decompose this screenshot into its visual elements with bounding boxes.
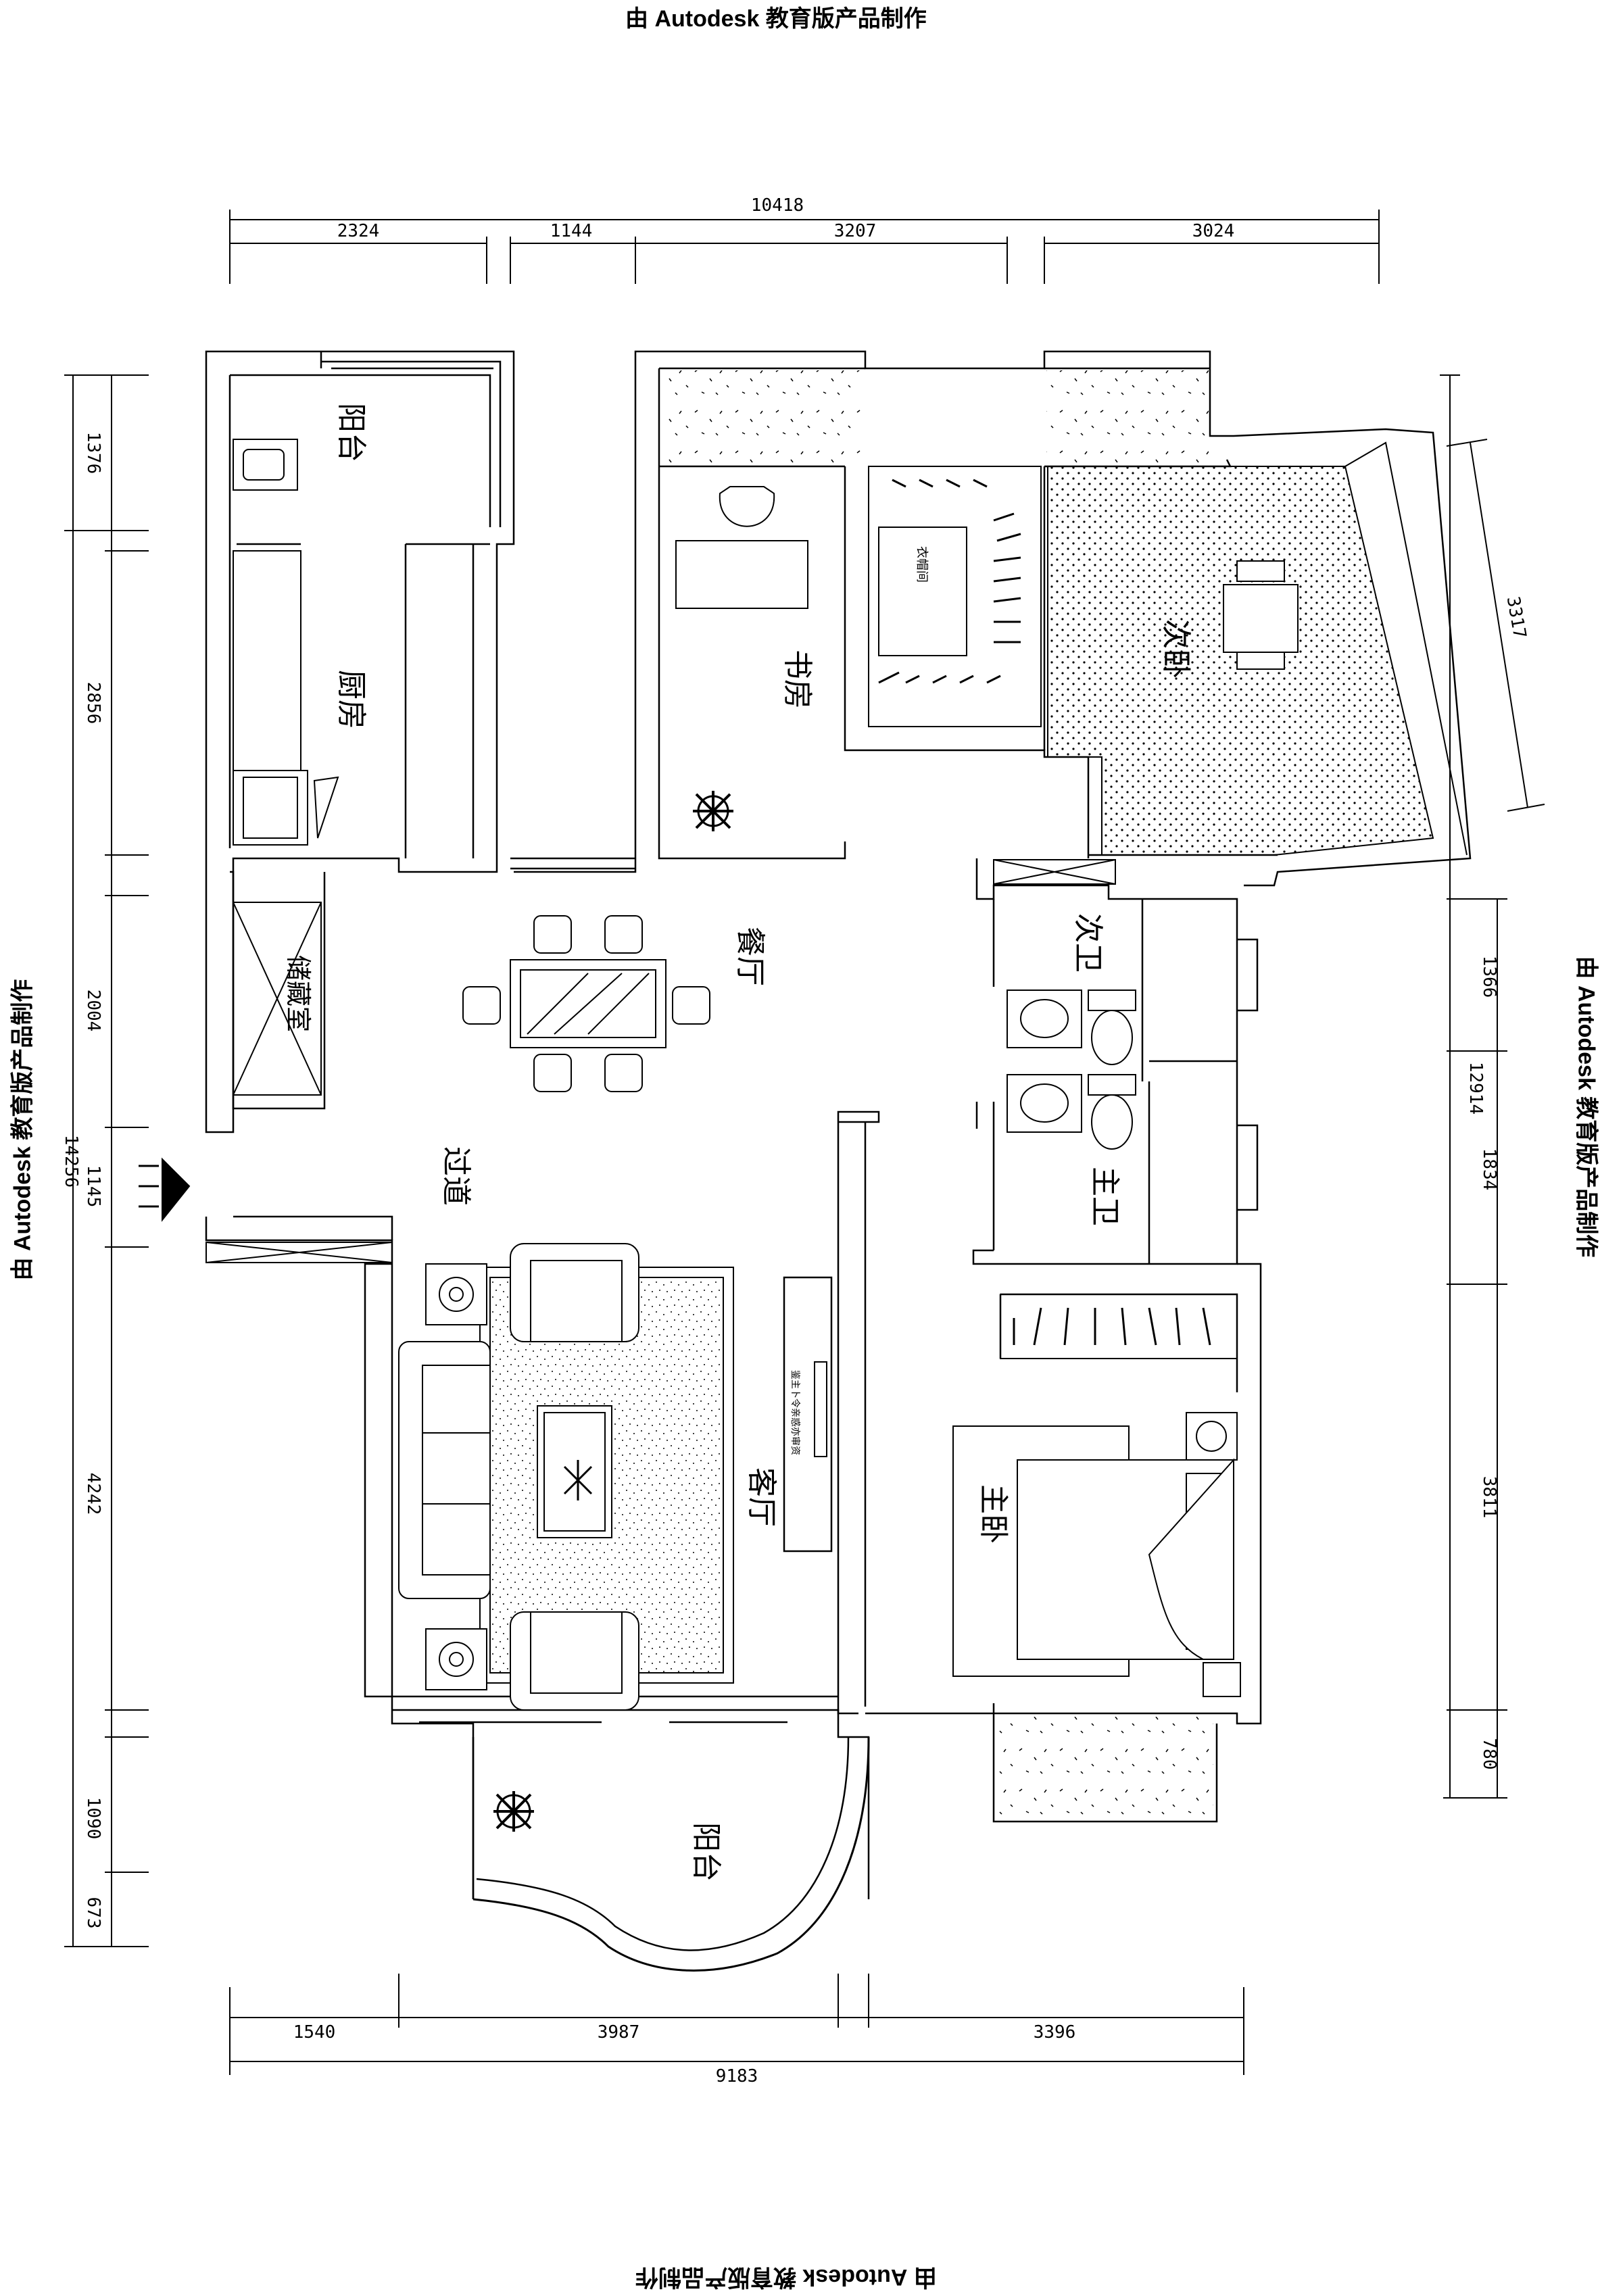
- dim-left-5: 4242: [83, 1473, 103, 1515]
- room-label-master-bath: 主卫: [1088, 1167, 1122, 1226]
- dim-bottom-total: 9183: [716, 2066, 758, 2086]
- dim-left-4: 1145: [83, 1165, 103, 1208]
- dimension-bottom: [230, 1974, 1244, 2075]
- room-label-second-bath: 次卫: [1071, 913, 1105, 973]
- dimension-right: [1440, 375, 1545, 1798]
- dim-right-4: 780: [1479, 1738, 1499, 1770]
- dim-right-total: 12914: [1465, 1062, 1486, 1115]
- room-label-master-bedroom: 主卧: [976, 1484, 1011, 1544]
- tv-cabinet-note: 鉴主卜令亲惑亦审资: [790, 1370, 800, 1455]
- dim-right-slant: 3317: [1503, 595, 1530, 640]
- dim-left-total: 14256: [61, 1135, 81, 1188]
- room-label-closet: 衣帽间: [915, 546, 929, 583]
- dim-top-2: 1144: [550, 221, 593, 241]
- room-label-living: 客厅: [744, 1467, 779, 1527]
- dim-right-1: 1366: [1479, 956, 1499, 998]
- room-label-balcony-top: 阳台: [334, 403, 368, 462]
- dim-top-4: 3024: [1192, 221, 1235, 241]
- dim-left-2: 2856: [83, 682, 103, 725]
- room-label-corridor: 过道: [439, 1146, 473, 1206]
- dim-bottom-2: 3987: [598, 2022, 640, 2043]
- dim-right-3: 3811: [1479, 1476, 1499, 1519]
- dim-top-total: 10418: [751, 195, 804, 216]
- dim-right-2: 1834: [1479, 1148, 1499, 1191]
- dim-left-3: 2004: [83, 990, 103, 1032]
- room-label-kitchen: 厨房: [334, 670, 368, 729]
- room-label-dining: 餐厅: [733, 927, 767, 986]
- dim-bottom-3: 3396: [1034, 2022, 1076, 2043]
- dim-top-1: 2324: [337, 221, 380, 241]
- dim-left-1: 1376: [83, 432, 103, 474]
- room-label-balcony-bottom: 阳台: [689, 1822, 723, 1882]
- room-label-study: 书房: [780, 650, 815, 709]
- dim-bottom-1: 1540: [293, 2022, 336, 2043]
- room-label-storage: 储藏室: [283, 955, 313, 1032]
- dim-top-3: 3207: [834, 221, 877, 241]
- dim-left-7: 673: [83, 1897, 103, 1929]
- dim-left-6: 1090: [83, 1797, 103, 1840]
- room-label-second-bedroom: 次卧: [1159, 619, 1193, 679]
